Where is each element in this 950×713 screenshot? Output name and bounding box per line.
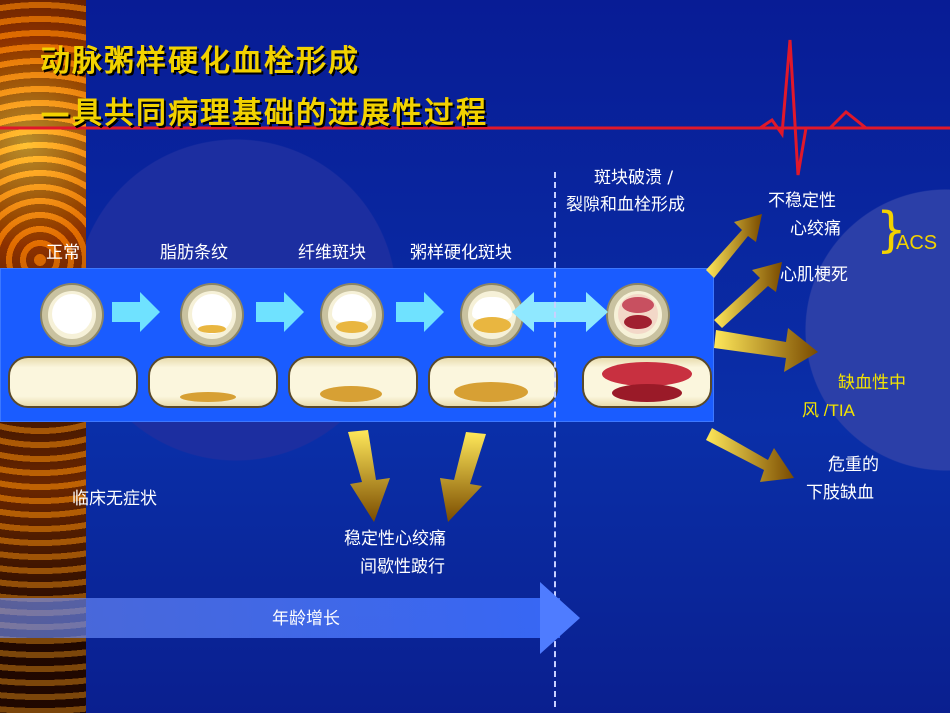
cross-section-thrombus (608, 285, 668, 345)
stage-label-rupture-2: 裂隙和血栓形成 (566, 195, 685, 215)
outcome-limb-2: 下肢缺血 (806, 483, 874, 503)
label-stable-angina: 稳定性心绞痛 (344, 529, 446, 549)
vessel-fibrous-plaque (288, 356, 418, 408)
age-arrow-head (540, 582, 580, 654)
page-subtitle: —具共同病理基础的进展性过程 (40, 96, 488, 131)
arrow-down-2 (440, 432, 486, 522)
arrow-to-stroke (714, 328, 818, 372)
label-asymptomatic: 临床无症状 (72, 489, 157, 509)
outcome-mi: 心肌梗死 (780, 265, 848, 285)
stage-label-atheroma: 粥样硬化斑块 (410, 243, 512, 263)
arrow-down-1 (348, 430, 390, 522)
stage-label-rupture-1: 斑块破溃 / (594, 168, 674, 188)
outcome-stroke-2: 风 /TIA (802, 401, 855, 420)
age-arrow-bar (0, 598, 560, 638)
acs-label: ACS (896, 232, 938, 254)
arrow-to-limb-ischemia (706, 428, 794, 482)
vessel-thrombus (582, 356, 712, 408)
outcome-unstable-angina-1: 不稳定性 (768, 191, 836, 211)
cross-section-normal (42, 285, 102, 345)
progress-arrow-1 (112, 292, 160, 332)
progress-arrow-3 (396, 292, 444, 332)
outcome-arrows (706, 214, 818, 482)
vessel-normal (8, 356, 138, 408)
vessel-fatty-streak (148, 356, 278, 408)
page-title: 动脉粥样硬化血栓形成 (40, 44, 360, 79)
outcome-stroke-1: 缺血性中 (838, 373, 906, 393)
stage-label-fibrous-plaque: 纤维斑块 (298, 243, 366, 263)
stage-divider (554, 172, 556, 707)
ecg-line-graphic (0, 39, 950, 176)
stage-label-fatty-streak: 脂肪条纹 (160, 243, 228, 263)
arrow-to-mi (714, 262, 782, 328)
label-age: 年龄增长 (272, 609, 340, 629)
cross-section-fatty-streak (182, 285, 242, 345)
vessel-atheroma (428, 356, 558, 408)
stage-label-normal: 正常 (46, 243, 80, 263)
outcome-unstable-angina-2: 心绞痛 (790, 219, 841, 239)
stable-disease-arrows (348, 430, 486, 522)
label-claudication: 间歇性跛行 (360, 557, 445, 577)
outcome-limb-1: 危重的 (828, 455, 879, 475)
arrow-to-unstable-angina (706, 214, 762, 278)
acs-brace: } (876, 202, 907, 258)
progress-arrow-2 (256, 292, 304, 332)
double-arrow (512, 292, 608, 332)
cross-section-fibrous-plaque (322, 285, 382, 345)
